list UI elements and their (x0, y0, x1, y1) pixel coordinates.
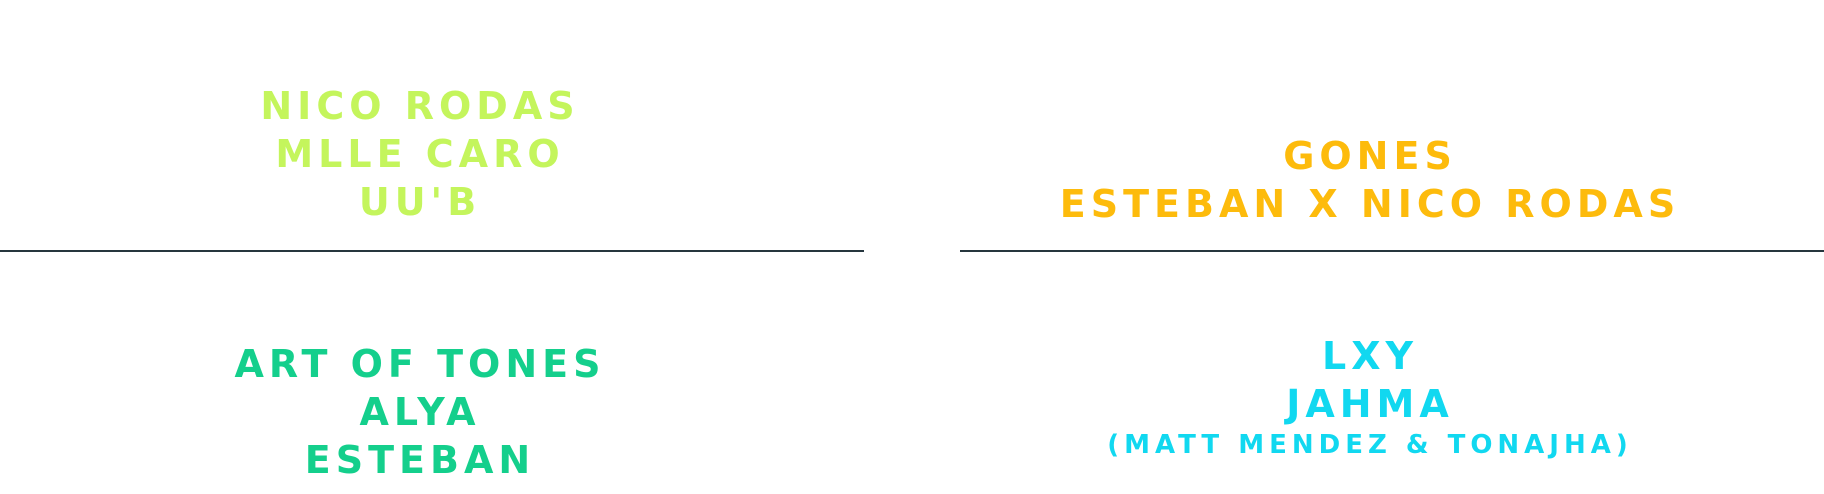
artist-name: NICO RODAS (260, 84, 580, 128)
artist-name: GONES (1283, 134, 1457, 178)
artist-block-bottom-right: LXY JAHMA (MATT MENDEZ & TONAJHA) (960, 332, 1780, 462)
artist-name: ART OF TONES (234, 342, 606, 386)
artist-subtitle: (MATT MENDEZ & TONAJHA) (1107, 430, 1633, 460)
artist-name: JAHMA (1286, 382, 1454, 426)
divider-left (0, 250, 864, 252)
artist-name: MLLE CARO (275, 132, 565, 176)
artist-block-top-left: NICO RODAS MLLE CARO UU'B (0, 82, 840, 226)
artist-name: LXY (1321, 334, 1419, 378)
artist-block-top-right: GONES ESTEBAN X NICO RODAS (960, 132, 1780, 228)
divider-right (960, 250, 1824, 252)
artist-name: ESTEBAN (304, 438, 536, 482)
artist-block-bottom-left: ART OF TONES ALYA ESTEBAN (0, 340, 840, 484)
artist-name: ALYA (359, 390, 481, 434)
artist-name: UU'B (358, 180, 482, 224)
artist-name: ESTEBAN X NICO RODAS (1059, 182, 1681, 226)
